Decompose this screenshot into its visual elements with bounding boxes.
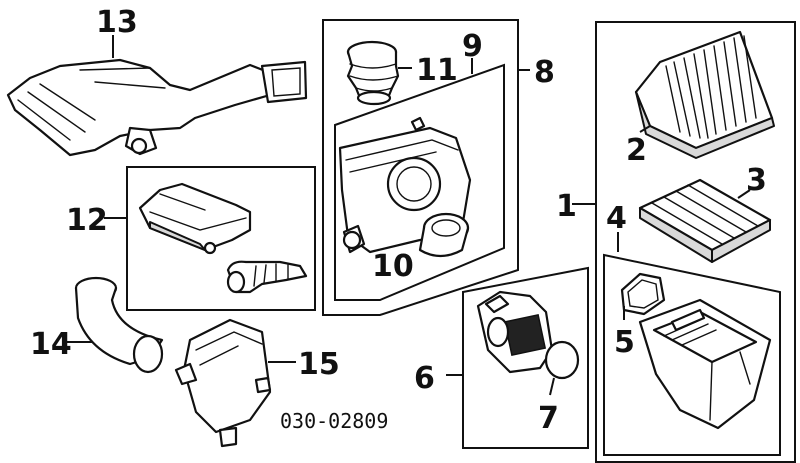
callout-2: 2: [626, 133, 647, 168]
callout-6: 6: [414, 361, 435, 396]
catalog-number: 030-02809: [280, 409, 388, 433]
callout-4: 4: [606, 201, 627, 236]
leader-3: [737, 189, 751, 199]
callout-15: 15: [298, 347, 340, 382]
cabin-filter-icon: [638, 178, 772, 263]
small-hose-icon: [226, 260, 308, 294]
frame-lower-housing: [603, 253, 781, 456]
callout-3: 3: [746, 163, 767, 198]
inlet-duct-icon: [6, 58, 308, 157]
housing-seal-icon: [620, 272, 666, 316]
intake-hose-icon: [74, 276, 164, 374]
leader-2: [639, 125, 651, 133]
callout-5: 5: [614, 325, 635, 360]
mass-airflow-sensor-icon: [476, 290, 554, 374]
leader-7: [549, 377, 555, 396]
frame-housing-sub: [334, 63, 505, 301]
frame-upper-housing: [322, 19, 519, 316]
frame-resonator: [126, 166, 316, 311]
callout-8: 8: [534, 55, 555, 90]
callout-1: 1: [556, 189, 577, 224]
callout-11: 11: [416, 53, 458, 88]
lower-housing-icon: [638, 298, 772, 430]
callout-13: 13: [96, 5, 138, 40]
callout-7: 7: [538, 401, 559, 436]
outlet-duct-icon: [418, 212, 470, 258]
callout-14: 14: [30, 327, 72, 362]
frame-filter-parts: [595, 21, 796, 463]
resonator-box-icon: [174, 318, 272, 448]
sensor-seal-icon: [544, 340, 580, 380]
resonator-icon: [138, 182, 252, 255]
callout-10: 10: [372, 249, 414, 284]
air-filter-element-icon: [634, 30, 775, 159]
callout-12: 12: [66, 203, 108, 238]
frame-sensor: [462, 266, 589, 449]
intake-bellows-icon: [346, 40, 400, 106]
callout-9: 9: [462, 29, 483, 64]
